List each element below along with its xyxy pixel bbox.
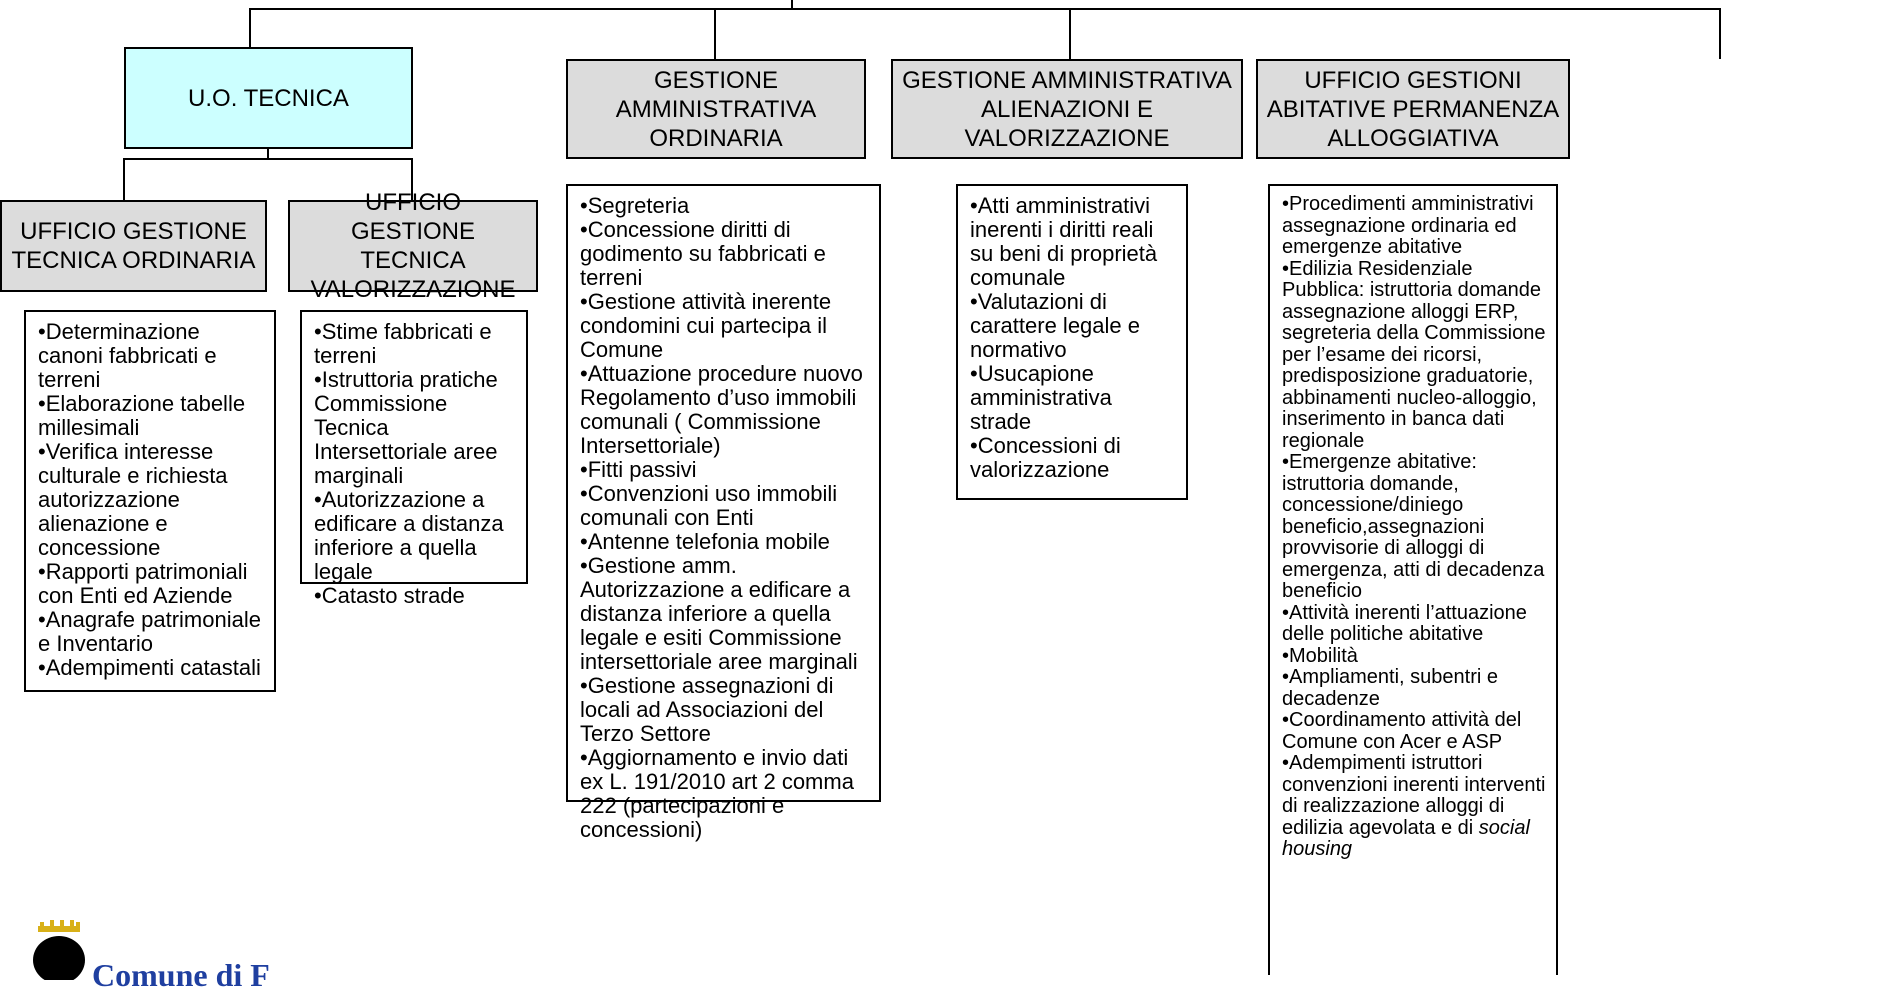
list-item: Istruttoria pratiche Commissione Tecnica… bbox=[314, 368, 518, 488]
connector-top-bus bbox=[249, 8, 1721, 10]
connector-root-stub bbox=[791, 0, 793, 10]
last-task-prefix: Adempimenti istruttori convenzioni inere… bbox=[1282, 752, 1546, 839]
tec-valorizzazione-box: UFFICIO GESTIONE TECNICA VALORIZZAZIONE bbox=[288, 189, 538, 303]
list-item: Gestione amm. Autorizzazione a edificare… bbox=[580, 554, 871, 674]
logo-text: Comune di F bbox=[92, 957, 270, 993]
connector-tec-ordinaria bbox=[123, 158, 125, 200]
list-item: Coordinamento attività del Comune con Ac… bbox=[1282, 709, 1548, 753]
list-item: Convenzioni uso immobili comunali con En… bbox=[580, 482, 871, 530]
connector-gestione-alienazioni bbox=[1069, 8, 1071, 59]
list-item: Verifica interesse culturale e richiesta… bbox=[38, 440, 266, 560]
list-item: Determinazione canoni fabbricati e terre… bbox=[38, 320, 266, 392]
list-item: Adempimenti istruttori convenzioni inere… bbox=[1282, 752, 1548, 861]
list-item: Attività inerenti l’attuazione delle pol… bbox=[1282, 602, 1548, 646]
list-item: Fitti passivi bbox=[580, 458, 871, 482]
list-item: Usucapione amministrativa strade bbox=[970, 362, 1178, 434]
tec-ordinaria-tasks: Determinazione canoni fabbricati e terre… bbox=[24, 310, 276, 692]
list-item: Catasto strade bbox=[314, 584, 518, 608]
ufficio-abitative-tasks: Procedimenti amministrativi assegnazione… bbox=[1268, 184, 1558, 975]
uo-tecnica-box: U.O. TECNICA bbox=[124, 47, 413, 149]
gestione-ordinaria-tasks: Segreteria Concessione diritti di godime… bbox=[566, 184, 881, 842]
uo-tecnica-title: U.O. TECNICA bbox=[188, 84, 349, 112]
ufficio-abitative-box: UFFICIO GESTIONI ABITATIVE PERMANENZA AL… bbox=[1256, 59, 1570, 159]
ufficio-abitative-title: UFFICIO GESTIONI ABITATIVE PERMANENZA AL… bbox=[1266, 66, 1560, 152]
list-item: Segreteria bbox=[580, 194, 871, 218]
gestione-alienazioni-tasks: Atti amministrativi inerenti i diritti r… bbox=[956, 184, 1188, 500]
list-item: Aggiornamento e invio dati ex L. 191/201… bbox=[580, 746, 871, 842]
list-item: Rapporti patrimoniali con Enti ed Aziend… bbox=[38, 560, 266, 608]
connector-ufficio-abitative bbox=[1719, 8, 1721, 59]
list-item: Concessione diritti di godimento su fabb… bbox=[580, 218, 871, 290]
gestione-ordinaria-box: GESTIONE AMMINISTRATIVA ORDINARIA bbox=[566, 59, 866, 159]
list-item: Elaborazione tabelle millesimali bbox=[38, 392, 266, 440]
list-item: Adempimenti catastali bbox=[38, 656, 266, 680]
list-item: Anagrafe patrimoniale e Inventario bbox=[38, 608, 266, 656]
tec-valorizzazione-tasks: Stime fabbricati e terreni Istruttoria p… bbox=[300, 310, 528, 608]
connector-uo-bus bbox=[123, 158, 413, 160]
list-item: Emergenze abitative: istruttoria domande… bbox=[1282, 451, 1548, 603]
last-task-italic: social housing bbox=[1282, 816, 1530, 860]
list-item: Procedimenti amministrativi assegnazione… bbox=[1282, 193, 1548, 259]
list-item: Gestione assegnazioni di locali ad Assoc… bbox=[580, 674, 871, 746]
municipal-crest-icon bbox=[33, 920, 85, 980]
list-item: Edilizia Residenziale Pubblica: istrutto… bbox=[1282, 258, 1548, 453]
tec-ordinaria-box: UFFICIO GESTIONE TECNICA ORDINARIA bbox=[0, 200, 267, 292]
connector-uo-down bbox=[267, 148, 269, 160]
list-item: Gestione attività inerente condomini cui… bbox=[580, 290, 871, 362]
tec-ordinaria-title: UFFICIO GESTIONE TECNICA ORDINARIA bbox=[11, 218, 256, 274]
list-item: Autorizzazione a edificare a distanza in… bbox=[314, 488, 518, 584]
gestione-ordinaria-title: GESTIONE AMMINISTRATIVA ORDINARIA bbox=[615, 66, 817, 152]
list-item: Atti amministrativi inerenti i diritti r… bbox=[970, 194, 1178, 290]
gestione-alienazioni-title: GESTIONE AMMINISTRATIVA ALIENAZIONI E VA… bbox=[902, 66, 1232, 152]
list-item: Mobilità bbox=[1282, 645, 1548, 668]
list-item: Concessioni di valorizzazione bbox=[970, 434, 1178, 482]
tec-valorizzazione-title: UFFICIO GESTIONE TECNICA VALORIZZAZIONE bbox=[310, 189, 516, 303]
list-item: Stime fabbricati e terreni bbox=[314, 320, 518, 368]
list-item: Valutazioni di carattere legale e normat… bbox=[970, 290, 1178, 362]
list-item: Attuazione procedure nuovo Regolamento d… bbox=[580, 362, 871, 458]
list-item: Antenne telefonia mobile bbox=[580, 530, 871, 554]
list-item: Ampliamenti, subentri e decadenze bbox=[1282, 666, 1548, 710]
connector-gestione-ordinaria bbox=[714, 8, 716, 59]
connector-tec-valorizzazione bbox=[411, 158, 413, 200]
gestione-alienazioni-box: GESTIONE AMMINISTRATIVA ALIENAZIONI E VA… bbox=[891, 59, 1243, 159]
connector-uo-tecnica bbox=[249, 8, 251, 47]
